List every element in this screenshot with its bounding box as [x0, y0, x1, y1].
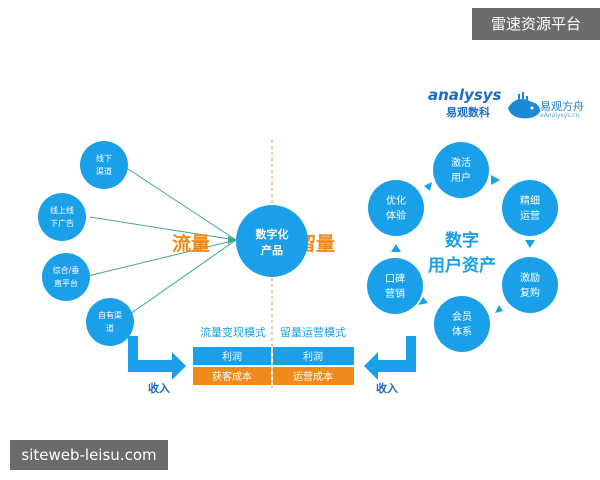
channel-2-line-1: 线上线: [50, 205, 74, 215]
analysys-logo: analysys: [428, 86, 502, 104]
channel-4-line-2: 道: [106, 323, 114, 333]
cycle-4-line-1: 会员: [452, 310, 472, 323]
cycle-6-line-2: 体验: [386, 209, 406, 222]
connector-line-4: [119, 239, 237, 322]
user-asset-line-2: 用户资产: [428, 255, 496, 276]
eguan-logo: 易观方舟: [540, 100, 584, 113]
table-cell-cost-right: [273, 367, 354, 385]
cost-left-label: 获客成本: [212, 370, 252, 383]
channel-3-line-2: 直平台: [54, 278, 78, 288]
watermark-bottom: siteweb-leisu.com: [10, 440, 168, 470]
cycle-6-line-1: 优化: [386, 194, 406, 207]
cycle-3-line-1: 激励: [520, 271, 540, 284]
channel-1-line-2: 渠道: [96, 166, 112, 176]
cycle-5-line-2: 营销: [385, 287, 405, 300]
cycle-2-line-1: 精细: [520, 194, 540, 207]
right-income-arrow-icon: [364, 336, 416, 380]
cycle-arrow-3-icon: [525, 240, 535, 248]
cycle-arrow-1-icon: [424, 182, 432, 191]
cycle-1-line-1: 激活: [451, 156, 471, 169]
left-income-arrow-icon: [128, 336, 186, 380]
watermark-top: 雷速资源平台: [472, 8, 600, 40]
digital-product-line-2: 产品: [261, 243, 283, 257]
cycle-arrow-4-icon: [495, 305, 503, 313]
user-asset-line-1: 数字: [445, 230, 479, 251]
cycle-circle-repurchase: 激励 复购: [502, 257, 558, 313]
channel-4-line-1: 自有渠: [98, 310, 122, 320]
left-income-label: 收入: [148, 381, 170, 395]
cycle-5-line-1: 口碑: [385, 272, 405, 285]
channel-circle-1: 线下 渠道: [80, 141, 128, 189]
cycle-circle-membership: 会员 体系: [434, 296, 490, 352]
traffic-title: 流量: [172, 232, 210, 255]
profit-right-label: 利润: [303, 350, 323, 363]
channel-1-line-1: 线下: [96, 153, 112, 163]
cycle-circle-activate: 激活 用户: [433, 142, 489, 198]
model-table: 利润 利润 获客成本 运营成本: [193, 347, 354, 385]
cost-right-label: 运营成本: [293, 370, 333, 383]
right-model-header: 留量运营模式: [280, 325, 346, 339]
channel-3-line-1: 综合/垂: [53, 265, 80, 275]
digital-product-line-1: 数字化: [256, 227, 289, 241]
cycle-circle-experience: 优化 体验: [368, 180, 424, 236]
table-cell-profit-right: [273, 347, 354, 365]
cycle-3-line-2: 复购: [520, 286, 540, 299]
digital-product-circle: 数字化 产品: [236, 205, 308, 277]
connector-line-3: [87, 239, 237, 277]
left-model-header: 流量变现模式: [200, 325, 266, 339]
channel-2-line-2: 下广告: [50, 218, 74, 228]
analysys-logo-cn: 易观数科: [446, 106, 490, 119]
cycle-circle-operation: 精细 运营: [502, 180, 558, 236]
cycle-arrow-5-icon: [418, 297, 428, 305]
cycle-arrow-6-icon: [391, 244, 401, 252]
channel-circle-4: 自有渠 道: [86, 298, 134, 346]
cycle-4-line-2: 体系: [452, 326, 472, 338]
table-cell-cost-left: [193, 367, 271, 385]
channel-circle-2: 线上线 下广告: [38, 193, 86, 241]
connector-line-1: [124, 166, 237, 241]
profit-left-label: 利润: [222, 350, 242, 363]
connector-line-2: [89, 216, 237, 241]
cycle-1-line-2: 用户: [451, 171, 471, 184]
channel-circle-3: 综合/垂 直平台: [42, 253, 90, 301]
connector-arrowhead: [228, 236, 236, 244]
cycle-arrow-2-icon: [491, 175, 500, 185]
cycle-circle-word-of-mouth: 口碑 营销: [367, 258, 423, 314]
eguan-logo-en: eAnalysys.cn: [540, 112, 580, 119]
right-income-label: 收入: [376, 381, 398, 395]
cycle-2-line-2: 运营: [520, 209, 540, 222]
whale-logo-icon: [508, 92, 540, 119]
table-cell-profit-left: [193, 347, 271, 365]
